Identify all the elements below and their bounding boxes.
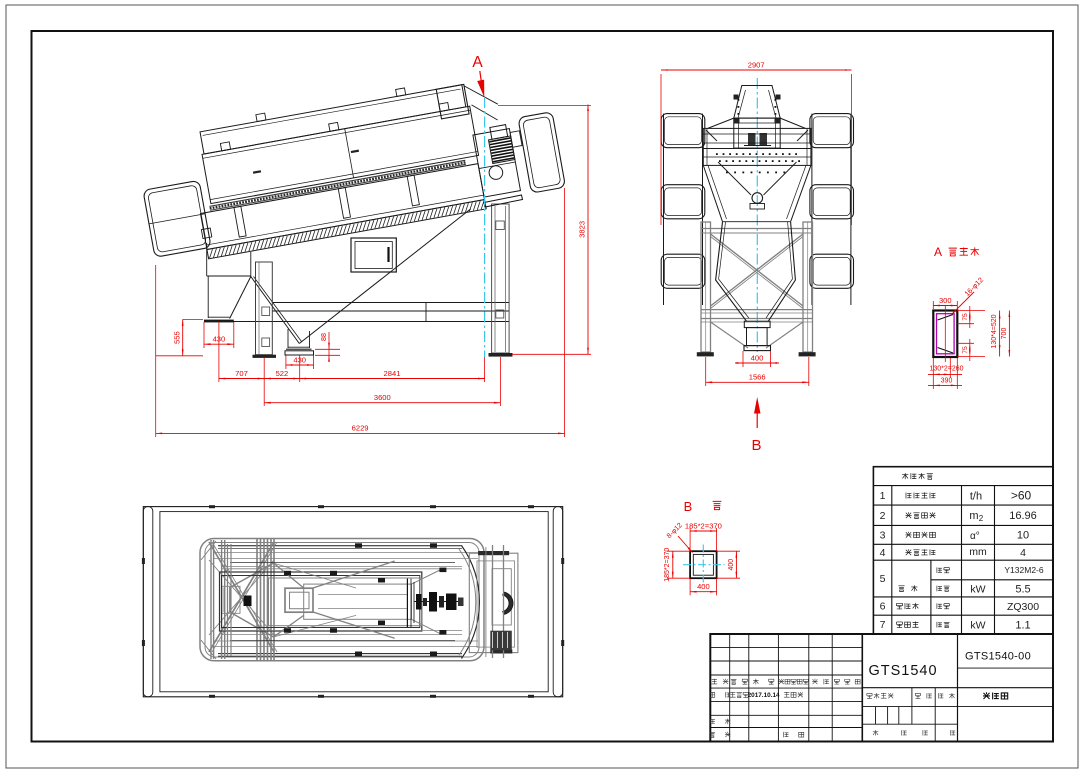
svg-text:4: 4 <box>1020 547 1026 559</box>
svg-text:430: 430 <box>213 335 226 344</box>
svg-text:2907: 2907 <box>748 61 765 70</box>
svg-text:t/h: t/h <box>970 490 982 502</box>
svg-text:400: 400 <box>728 559 735 571</box>
svg-text:130*2=260: 130*2=260 <box>929 366 963 373</box>
svg-text:6229: 6229 <box>352 424 369 433</box>
svg-text:B: B <box>684 499 693 514</box>
svg-text:430: 430 <box>293 355 306 364</box>
svg-text:10: 10 <box>1017 529 1029 541</box>
svg-text:2841: 2841 <box>384 369 401 378</box>
svg-text:1566: 1566 <box>749 373 766 382</box>
svg-text:GTS1540: GTS1540 <box>868 663 937 679</box>
svg-text:300: 300 <box>939 296 952 305</box>
svg-text:ZQ300: ZQ300 <box>1007 601 1039 613</box>
svg-text:3600: 3600 <box>374 393 391 402</box>
svg-text:Y132M2-6: Y132M2-6 <box>1004 565 1043 575</box>
svg-text:>60: >60 <box>1011 488 1032 502</box>
svg-text:kW: kW <box>970 620 985 632</box>
svg-text:2017.10.14: 2017.10.14 <box>748 692 780 699</box>
svg-text:88: 88 <box>319 333 328 341</box>
svg-text:A: A <box>934 245 942 259</box>
svg-text:75: 75 <box>962 346 969 354</box>
svg-text:522: 522 <box>276 369 289 378</box>
svg-text:1: 1 <box>880 490 886 502</box>
svg-text:7: 7 <box>880 619 886 631</box>
svg-text:mm: mm <box>969 546 987 558</box>
svg-text:700: 700 <box>1001 328 1008 340</box>
svg-text:16.96: 16.96 <box>1009 510 1037 522</box>
svg-text:185*2=370: 185*2=370 <box>664 548 671 582</box>
svg-text:GTS1540-00: GTS1540-00 <box>965 651 1031 663</box>
svg-text:A: A <box>472 54 483 71</box>
svg-text:400: 400 <box>751 353 764 362</box>
svg-text:5.5: 5.5 <box>1015 583 1030 595</box>
svg-text:B: B <box>751 437 761 454</box>
svg-text:390: 390 <box>941 378 953 385</box>
svg-text:185*2=370: 185*2=370 <box>685 521 722 530</box>
svg-text:m: m <box>969 510 978 522</box>
svg-text:400: 400 <box>697 582 710 591</box>
svg-text:555: 555 <box>173 331 182 344</box>
svg-text:6: 6 <box>880 601 886 613</box>
svg-text:75: 75 <box>962 313 969 321</box>
svg-text:3: 3 <box>880 529 886 541</box>
svg-text:2: 2 <box>880 510 886 522</box>
svg-text:3823: 3823 <box>578 221 587 238</box>
svg-text:α°: α° <box>970 531 980 542</box>
svg-text:5: 5 <box>880 573 886 585</box>
svg-text:kW: kW <box>970 583 985 595</box>
svg-text:707: 707 <box>235 369 248 378</box>
svg-text:4: 4 <box>880 547 886 559</box>
svg-text:130*4=520: 130*4=520 <box>991 314 998 348</box>
svg-text:1.1: 1.1 <box>1015 620 1030 632</box>
svg-text:2: 2 <box>979 514 984 523</box>
